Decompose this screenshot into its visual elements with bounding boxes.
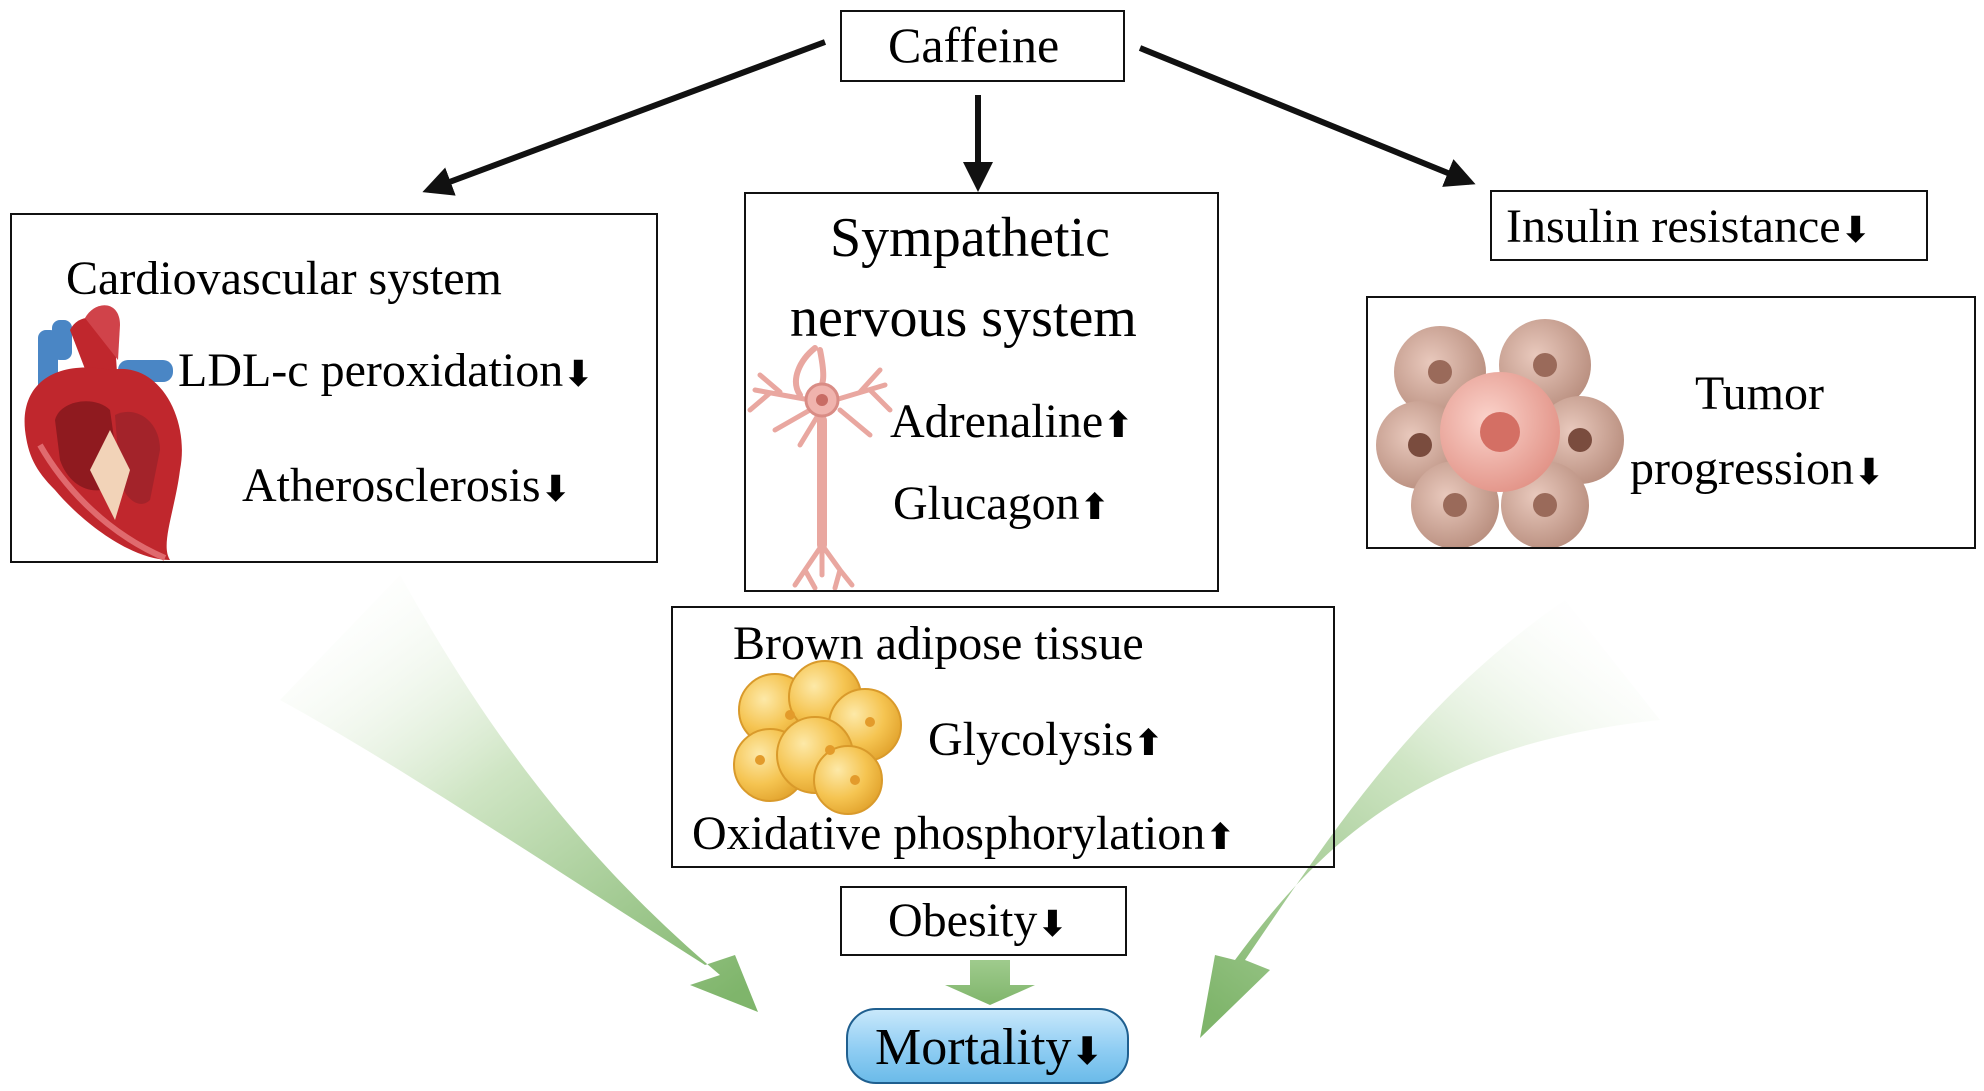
- cardio-item2-text: Atherosclerosis: [242, 459, 541, 512]
- down-arrow-icon: ⬇: [1853, 452, 1885, 493]
- sympathetic-item1-text: Adrenaline: [890, 395, 1104, 448]
- brown-item2: Oxidative phosphorylation⬆: [692, 810, 1235, 858]
- sympathetic-item2: Glucagon⬆: [893, 480, 1110, 528]
- cardio-item2: Atherosclerosis⬇: [242, 462, 571, 510]
- caffeine-box: [840, 10, 1125, 82]
- brown-item1-text: Glycolysis: [928, 713, 1134, 766]
- cardio-box: [10, 213, 658, 563]
- neuron-icon: [747, 345, 893, 591]
- insulin-box: [1490, 190, 1928, 261]
- flow-center: [945, 960, 1035, 1005]
- up-arrow-icon: ⬆: [1103, 405, 1134, 446]
- arrow-to-cardio: [422, 39, 827, 196]
- heart-icon: [24, 305, 182, 561]
- sympathetic-item2-text: Glucagon: [893, 477, 1080, 530]
- flow-right: [1200, 600, 1660, 1038]
- tumor-line1: Tumor: [1695, 367, 1824, 420]
- cardio-item1: LDL-c peroxidation⬇: [178, 347, 593, 395]
- sympathetic-box: [744, 192, 1219, 592]
- down-arrow-icon: ⬇: [563, 354, 594, 395]
- cardio-title: Cardiovascular system: [66, 252, 502, 305]
- insulin-label-text: Insulin resistance: [1506, 200, 1841, 253]
- tumor-box: [1366, 296, 1976, 549]
- obesity-label-text: Obesity: [888, 894, 1038, 947]
- brown-item2-text: Oxidative phosphorylation: [692, 807, 1206, 860]
- caffeine-label: Caffeine: [888, 17, 1060, 73]
- brown-adipose-box: [671, 606, 1335, 868]
- up-arrow-icon: ⬆: [1205, 817, 1236, 858]
- mortality-pill: [846, 1008, 1129, 1084]
- fat-cells-icon: [733, 660, 902, 815]
- brown-title: Brown adipose tissue: [733, 617, 1144, 670]
- sympathetic-title-line2: nervous system: [790, 287, 1137, 349]
- up-arrow-icon: ⬆: [1133, 723, 1164, 764]
- flow-left: [280, 575, 758, 1012]
- down-arrow-icon: ⬇: [1840, 210, 1871, 251]
- sympathetic-item1: Adrenaline⬆: [890, 398, 1133, 446]
- down-arrow-icon: ⬇: [540, 469, 571, 510]
- brown-item1: Glycolysis⬆: [928, 716, 1164, 764]
- up-arrow-icon: ⬆: [1079, 487, 1110, 528]
- sympathetic-title-line1: Sympathetic: [830, 207, 1110, 269]
- down-arrow-icon: ⬇: [1071, 1029, 1104, 1073]
- mortality-label: Mortality⬇: [875, 1022, 1103, 1074]
- mortality-label-text: Mortality: [875, 1019, 1072, 1076]
- cardio-item1-text: LDL-c peroxidation: [178, 344, 564, 397]
- obesity-label: Obesity⬇: [888, 897, 1068, 945]
- tumor-cells-icon: [1376, 319, 1624, 549]
- down-arrow-icon: ⬇: [1037, 904, 1068, 945]
- arrow-to-insulin: [1138, 45, 1476, 187]
- obesity-box: [840, 886, 1127, 956]
- insulin-label: Insulin resistance⬇: [1506, 203, 1871, 251]
- tumor-line2-text: progression: [1630, 442, 1854, 495]
- tumor-line2: progression⬇: [1630, 445, 1884, 493]
